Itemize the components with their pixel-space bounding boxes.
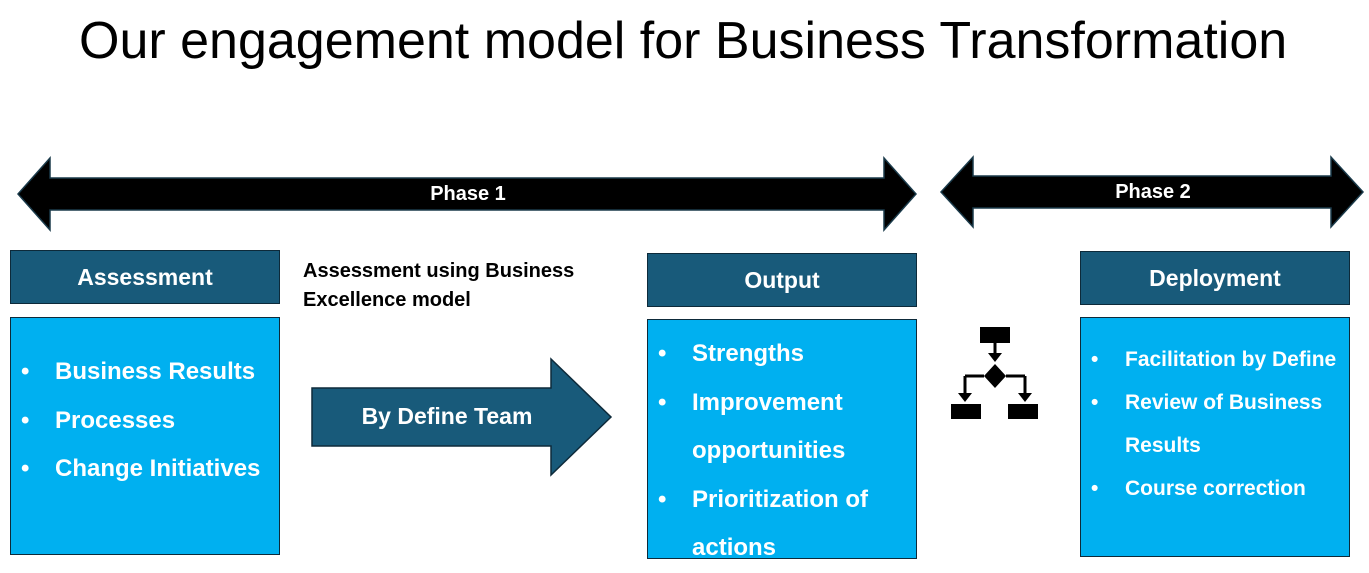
list-item: Change Initiatives xyxy=(21,445,269,494)
assessment-list-box: Business Results Processes Change Initia… xyxy=(10,317,280,555)
phase-1-arrow xyxy=(16,156,918,232)
deployment-list-box: Facilitation by Define Review of Busines… xyxy=(1080,317,1350,557)
list-item: Strengths xyxy=(658,330,906,379)
deployment-header-label: Deployment xyxy=(1149,264,1281,291)
page-title: Our engagement model for Business Transf… xyxy=(79,12,1288,70)
output-header: Output xyxy=(647,253,917,307)
list-item: Business Results xyxy=(21,348,269,397)
list-item: Facilitation by Define xyxy=(1091,338,1343,381)
assessment-description: Assessment using Business Excellence mod… xyxy=(303,260,575,311)
list-item: Review of Business Results xyxy=(1091,381,1343,467)
assessment-header-label: Assessment xyxy=(77,263,213,290)
phase-2-label: Phase 2 xyxy=(1115,181,1191,203)
list-item: Course correction xyxy=(1091,467,1343,510)
phase-2-arrow xyxy=(939,155,1365,229)
process-arrow xyxy=(311,357,613,477)
list-item: Prioritization of actions xyxy=(658,476,906,573)
list-item: Processes xyxy=(21,397,269,446)
assessment-header: Assessment xyxy=(10,250,280,304)
output-header-label: Output xyxy=(744,266,820,293)
phase-1-label: Phase 1 xyxy=(430,183,506,205)
list-item: Improvement opportunities xyxy=(658,379,906,476)
process-arrow-label: By Define Team xyxy=(361,402,533,429)
flowchart-icon xyxy=(951,327,1038,419)
output-list-box: Strengths Improvement opportunities Prio… xyxy=(647,319,917,561)
deployment-header: Deployment xyxy=(1080,251,1350,305)
